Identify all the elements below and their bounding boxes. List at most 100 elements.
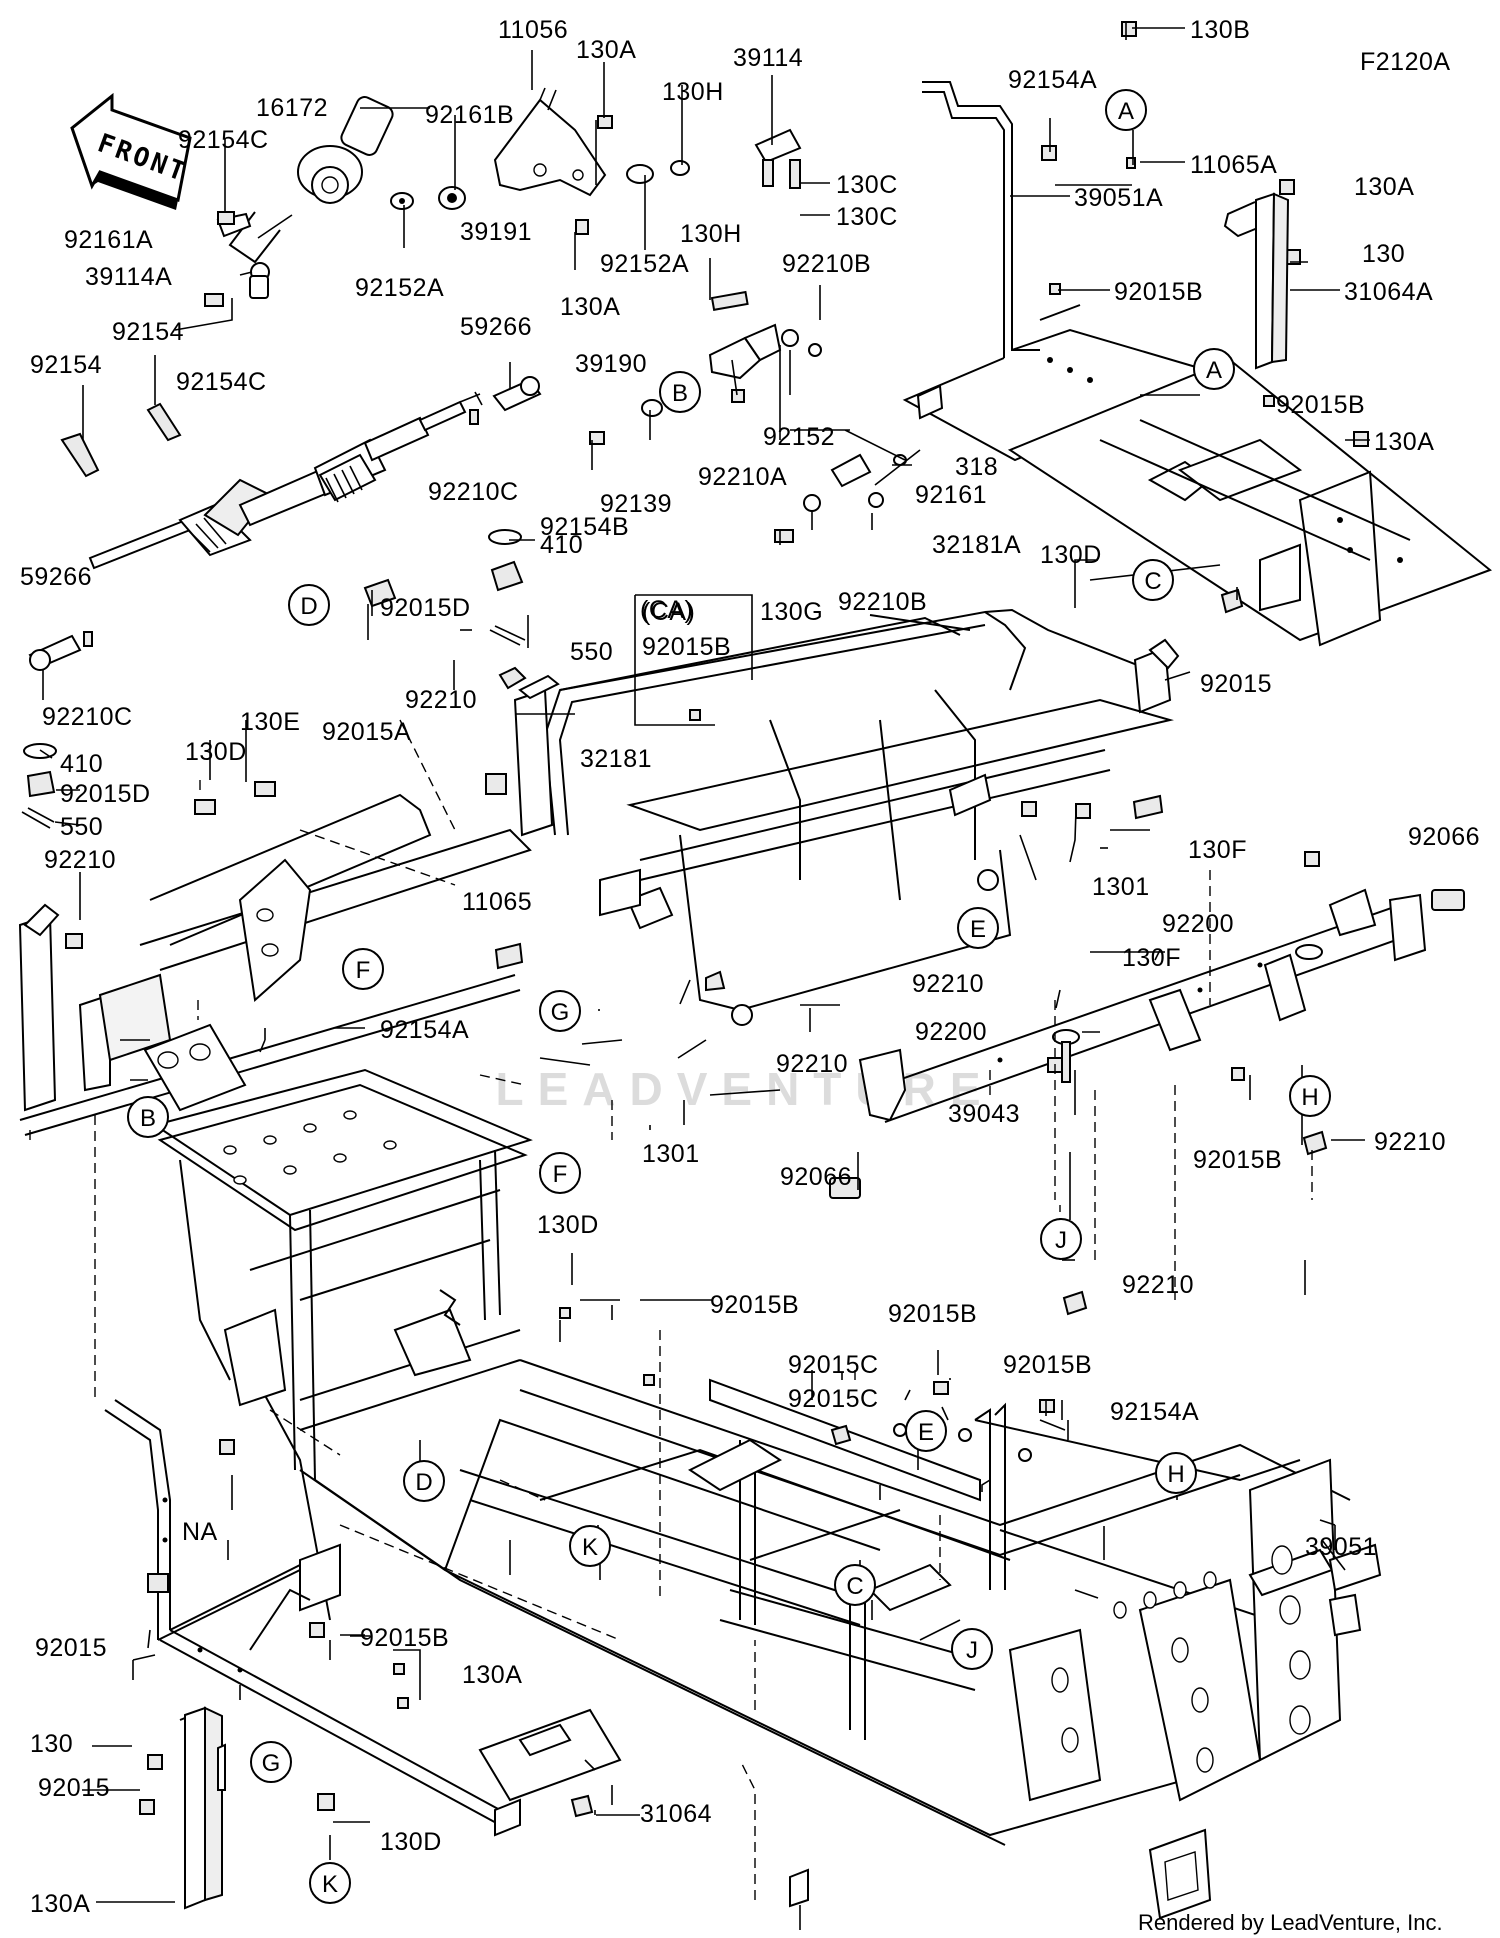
svg-text:J: J [966,1637,978,1664]
cross-member-39043 [829,851,1465,1316]
part-label: 130A [560,293,620,321]
part-label: 92015C [788,1351,879,1379]
part-label: 59266 [460,313,532,341]
svg-text:F: F [553,1161,568,1188]
part-label: 1301 [1092,873,1150,901]
part-label: 130F [1122,944,1181,972]
part-label: 92015D [380,594,471,622]
part-label: 130 [30,1730,73,1758]
part-label: 92015C [788,1385,879,1413]
part-label: 92015A [322,718,411,746]
part-label: 130A [462,1661,522,1689]
part-label: 92210C [428,478,519,506]
part-label: 92154C [178,126,269,154]
footer-credit: Rendered by LeadVenture, Inc. [1138,1910,1443,1935]
callout-markers: A A B B C C D D E E F F G G H H J J K K [127,89,1331,1904]
ca-variant-label: (CA) [640,596,693,624]
part-label: 92210A [698,463,787,491]
part-label: 92139 [600,490,672,518]
part-label: 550 [570,638,613,666]
part-label: F2120A [1360,48,1451,76]
callout-a-upper: A [1105,89,1147,131]
part-label: 39043 [948,1100,1020,1128]
part-label: 318 [955,453,998,481]
svg-text:A: A [1118,98,1134,125]
part-label: 92154C [176,368,267,396]
part-label: 92015 [35,1634,107,1662]
callout-a-lower: A [1193,348,1235,390]
callout-e-upper: E [957,907,999,949]
part-label: 92154A [1008,66,1097,94]
part-label: 130E [240,708,300,736]
svg-text:C: C [1144,568,1161,595]
part-label: 92210C [42,703,133,731]
part-label: 92066 [780,1163,852,1191]
watermark: LEADVENTURE [495,1063,994,1115]
part-label: 550 [60,813,103,841]
part-label: 130H [680,220,742,248]
part-label: 39190 [575,350,647,378]
part-label: 130C [836,171,898,199]
svg-text:G: G [551,999,570,1026]
callout-c-upper: C [1132,559,1174,601]
part-label: 92066 [1408,823,1480,851]
callout-b-upper: B [659,371,701,413]
callout-e-lower: E [905,1410,947,1452]
part-label: 92152A [600,250,689,278]
part-label: 92161A [64,226,153,254]
part-label: 130A [576,36,636,64]
part-label: 92015D [60,780,151,808]
part-label: 130F [1188,836,1247,864]
callout-b-lower: B [127,1096,169,1138]
part-label: 130D [185,738,247,766]
part-label: (CA) [642,598,695,626]
part-label: 92210 [1122,1271,1194,1299]
part-label: 31064 [640,1800,712,1828]
svg-text:D: D [415,1469,432,1496]
part-label: 92015B [360,1624,449,1652]
part-label: 92210B [782,250,871,278]
part-label: 130A [1374,428,1434,456]
callout-g-lower: G [250,1741,292,1783]
part-label: 130 [1362,240,1405,268]
svg-text:H: H [1301,1084,1318,1111]
part-label: 11065A [1190,151,1277,179]
part-label: 130D [380,1828,442,1856]
callout-j-lower: J [951,1628,993,1670]
svg-text:G: G [262,1750,281,1777]
part-label: 92015 [1200,670,1272,698]
callout-c-lower: C [834,1564,876,1606]
callout-f-lower: F [539,1152,581,1194]
part-label: 92161B [425,101,514,129]
part-label: 92210 [1374,1128,1446,1156]
callout-g-upper: G [539,990,581,1032]
part-label: 130D [537,1211,599,1239]
part-label: 32181 [580,745,652,773]
callout-d-lower: D [403,1460,445,1502]
svg-text:H: H [1167,1461,1184,1488]
svg-text:D: D [300,593,317,620]
part-label: 130H [662,78,724,106]
part-label: 92200 [1162,910,1234,938]
part-label: 92015 [38,1774,110,1802]
part-label: 130B [1190,16,1250,44]
part-label: 11065 [462,888,532,916]
svg-text:K: K [582,1534,598,1561]
part-label: 39114A [85,263,172,291]
part-label: 92200 [915,1018,987,1046]
part-label: 410 [540,531,583,559]
svg-text:J: J [1055,1227,1067,1254]
part-label: 92210 [776,1050,848,1078]
front-arrow: FRONT [70,92,192,210]
svg-text:E: E [918,1419,934,1446]
cross-frame-32181A [18,608,1180,1136]
part-label: 92210 [44,846,116,874]
part-label: 16172 [256,94,328,122]
part-label: 92154 [30,351,102,379]
callout-k-lower: K [309,1862,351,1904]
part-label: 92015B [1003,1351,1092,1379]
part-label: 39191 [460,218,532,246]
part-label: 130C [836,203,898,231]
svg-text:K: K [322,1871,338,1898]
svg-text:B: B [672,380,688,407]
